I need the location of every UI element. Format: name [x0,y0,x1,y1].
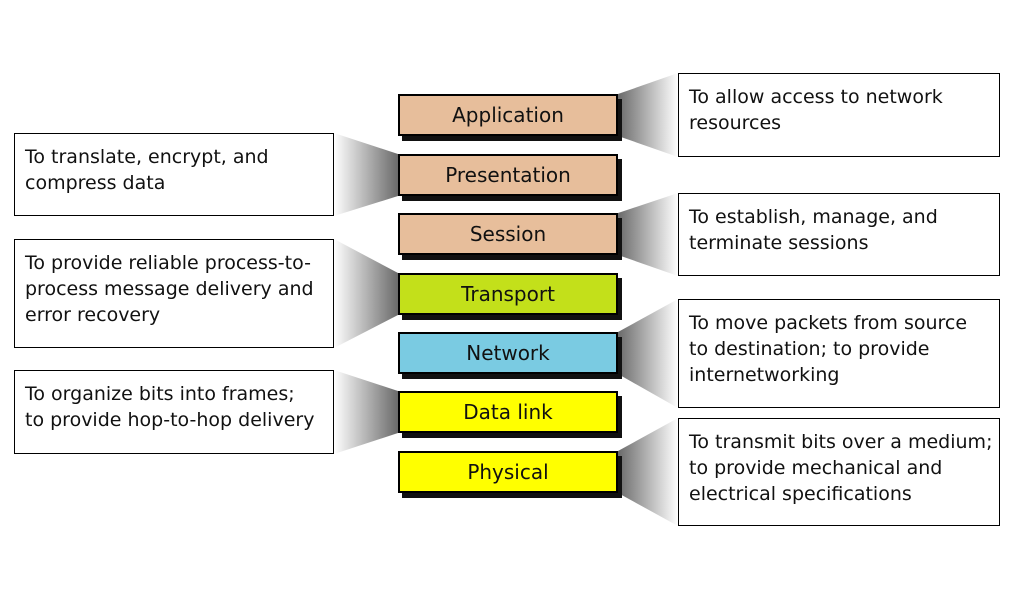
description-line: To move packets from source [689,312,968,334]
description-line: To allow access to network [689,86,943,108]
layer-network: Network [398,332,618,374]
description-session: To establish, manage, and terminate sess… [678,193,1000,276]
description-line: To organize bits into frames; [25,383,295,405]
layer-data-link: Data link [398,391,618,433]
description-line: internetworking [689,364,840,386]
description-line: process message delivery and [25,278,314,300]
layer-presentation: Presentation [398,154,618,196]
description-application: To allow access to network resources [678,73,1000,157]
description-line: to provide hop-to-hop delivery [25,409,315,431]
description-network: To move packets from source to destinati… [678,299,1000,408]
description-physical: To transmit bits over a medium; to provi… [678,418,1000,526]
description-data-link: To organize bits into frames; to provide… [14,370,334,454]
connector-wedge [618,73,678,157]
layer-physical: Physical [398,451,618,493]
description-line: to destination; to provide [689,338,930,360]
description-line: To provide reliable process-to- [25,252,311,274]
connector-wedge [618,193,678,276]
description-line: To establish, manage, and [689,206,938,228]
description-line: electrical specifications [689,483,912,505]
layer-application: Application [398,94,618,136]
description-transport: To provide reliable process-to- process … [14,239,334,348]
layer-label: Presentation [445,163,571,187]
layer-label: Transport [461,282,555,306]
layer-transport: Transport [398,273,618,315]
description-presentation: To translate, encrypt, and compress data [14,133,334,216]
connector-wedge [334,239,398,348]
description-line: compress data [25,172,166,194]
layer-label: Data link [463,400,553,424]
connector-wedge [334,370,398,454]
description-line: to provide mechanical and [689,457,943,479]
layer-label: Physical [467,460,549,484]
description-line: To translate, encrypt, and [25,146,269,168]
description-line: resources [689,112,782,134]
description-line: error recovery [25,304,161,326]
description-line: To transmit bits over a medium; [689,431,993,453]
connector-wedge [618,299,678,408]
layer-label: Network [466,341,550,365]
description-line: terminate sessions [689,232,869,254]
layer-session: Session [398,213,618,255]
layer-label: Application [452,103,564,127]
layer-label: Session [469,222,547,246]
connector-wedge [334,133,398,216]
connector-wedge [618,418,678,526]
